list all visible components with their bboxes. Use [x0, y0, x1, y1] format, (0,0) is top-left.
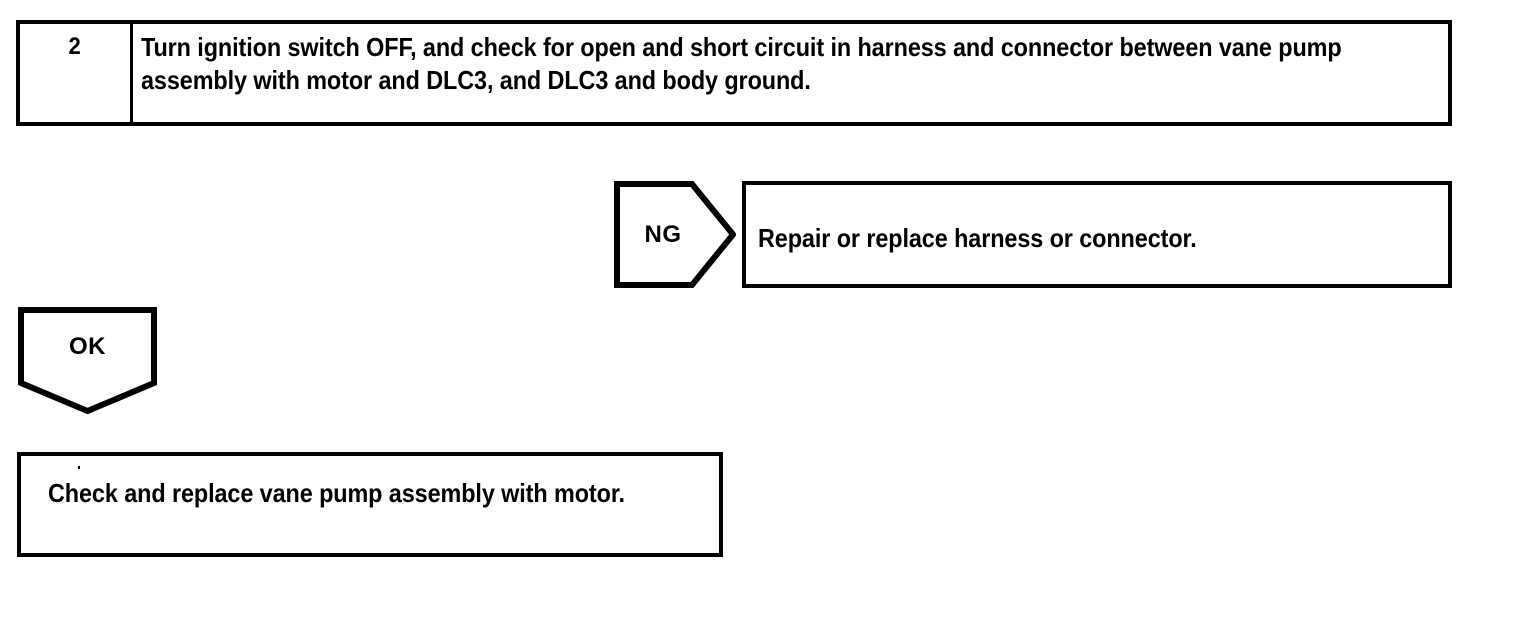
- ng-outcome-text: Repair or replace harness or connector.: [758, 223, 1197, 253]
- scan-speck: [78, 466, 80, 469]
- ng-branch-label: NG: [644, 220, 682, 248]
- step-instruction-cell: Turn ignition switch OFF, and check for …: [133, 24, 1448, 122]
- ng-outcome-box: Repair or replace harness or connector.: [742, 181, 1452, 288]
- step-number: 2: [68, 33, 82, 60]
- step-instruction-text: Turn ignition switch OFF, and check for …: [141, 32, 1342, 95]
- step-table: 2 Turn ignition switch OFF, and check fo…: [16, 20, 1452, 126]
- step-number-cell: 2: [20, 24, 133, 122]
- ok-outcome-text: Check and replace vane pump assembly wit…: [48, 478, 625, 508]
- ok-outcome-box: Check and replace vane pump assembly wit…: [17, 452, 723, 557]
- ok-branch-label: OK: [69, 333, 106, 360]
- ok-arrow-shape: [18, 307, 157, 414]
- ng-arrow-shape: [614, 181, 736, 288]
